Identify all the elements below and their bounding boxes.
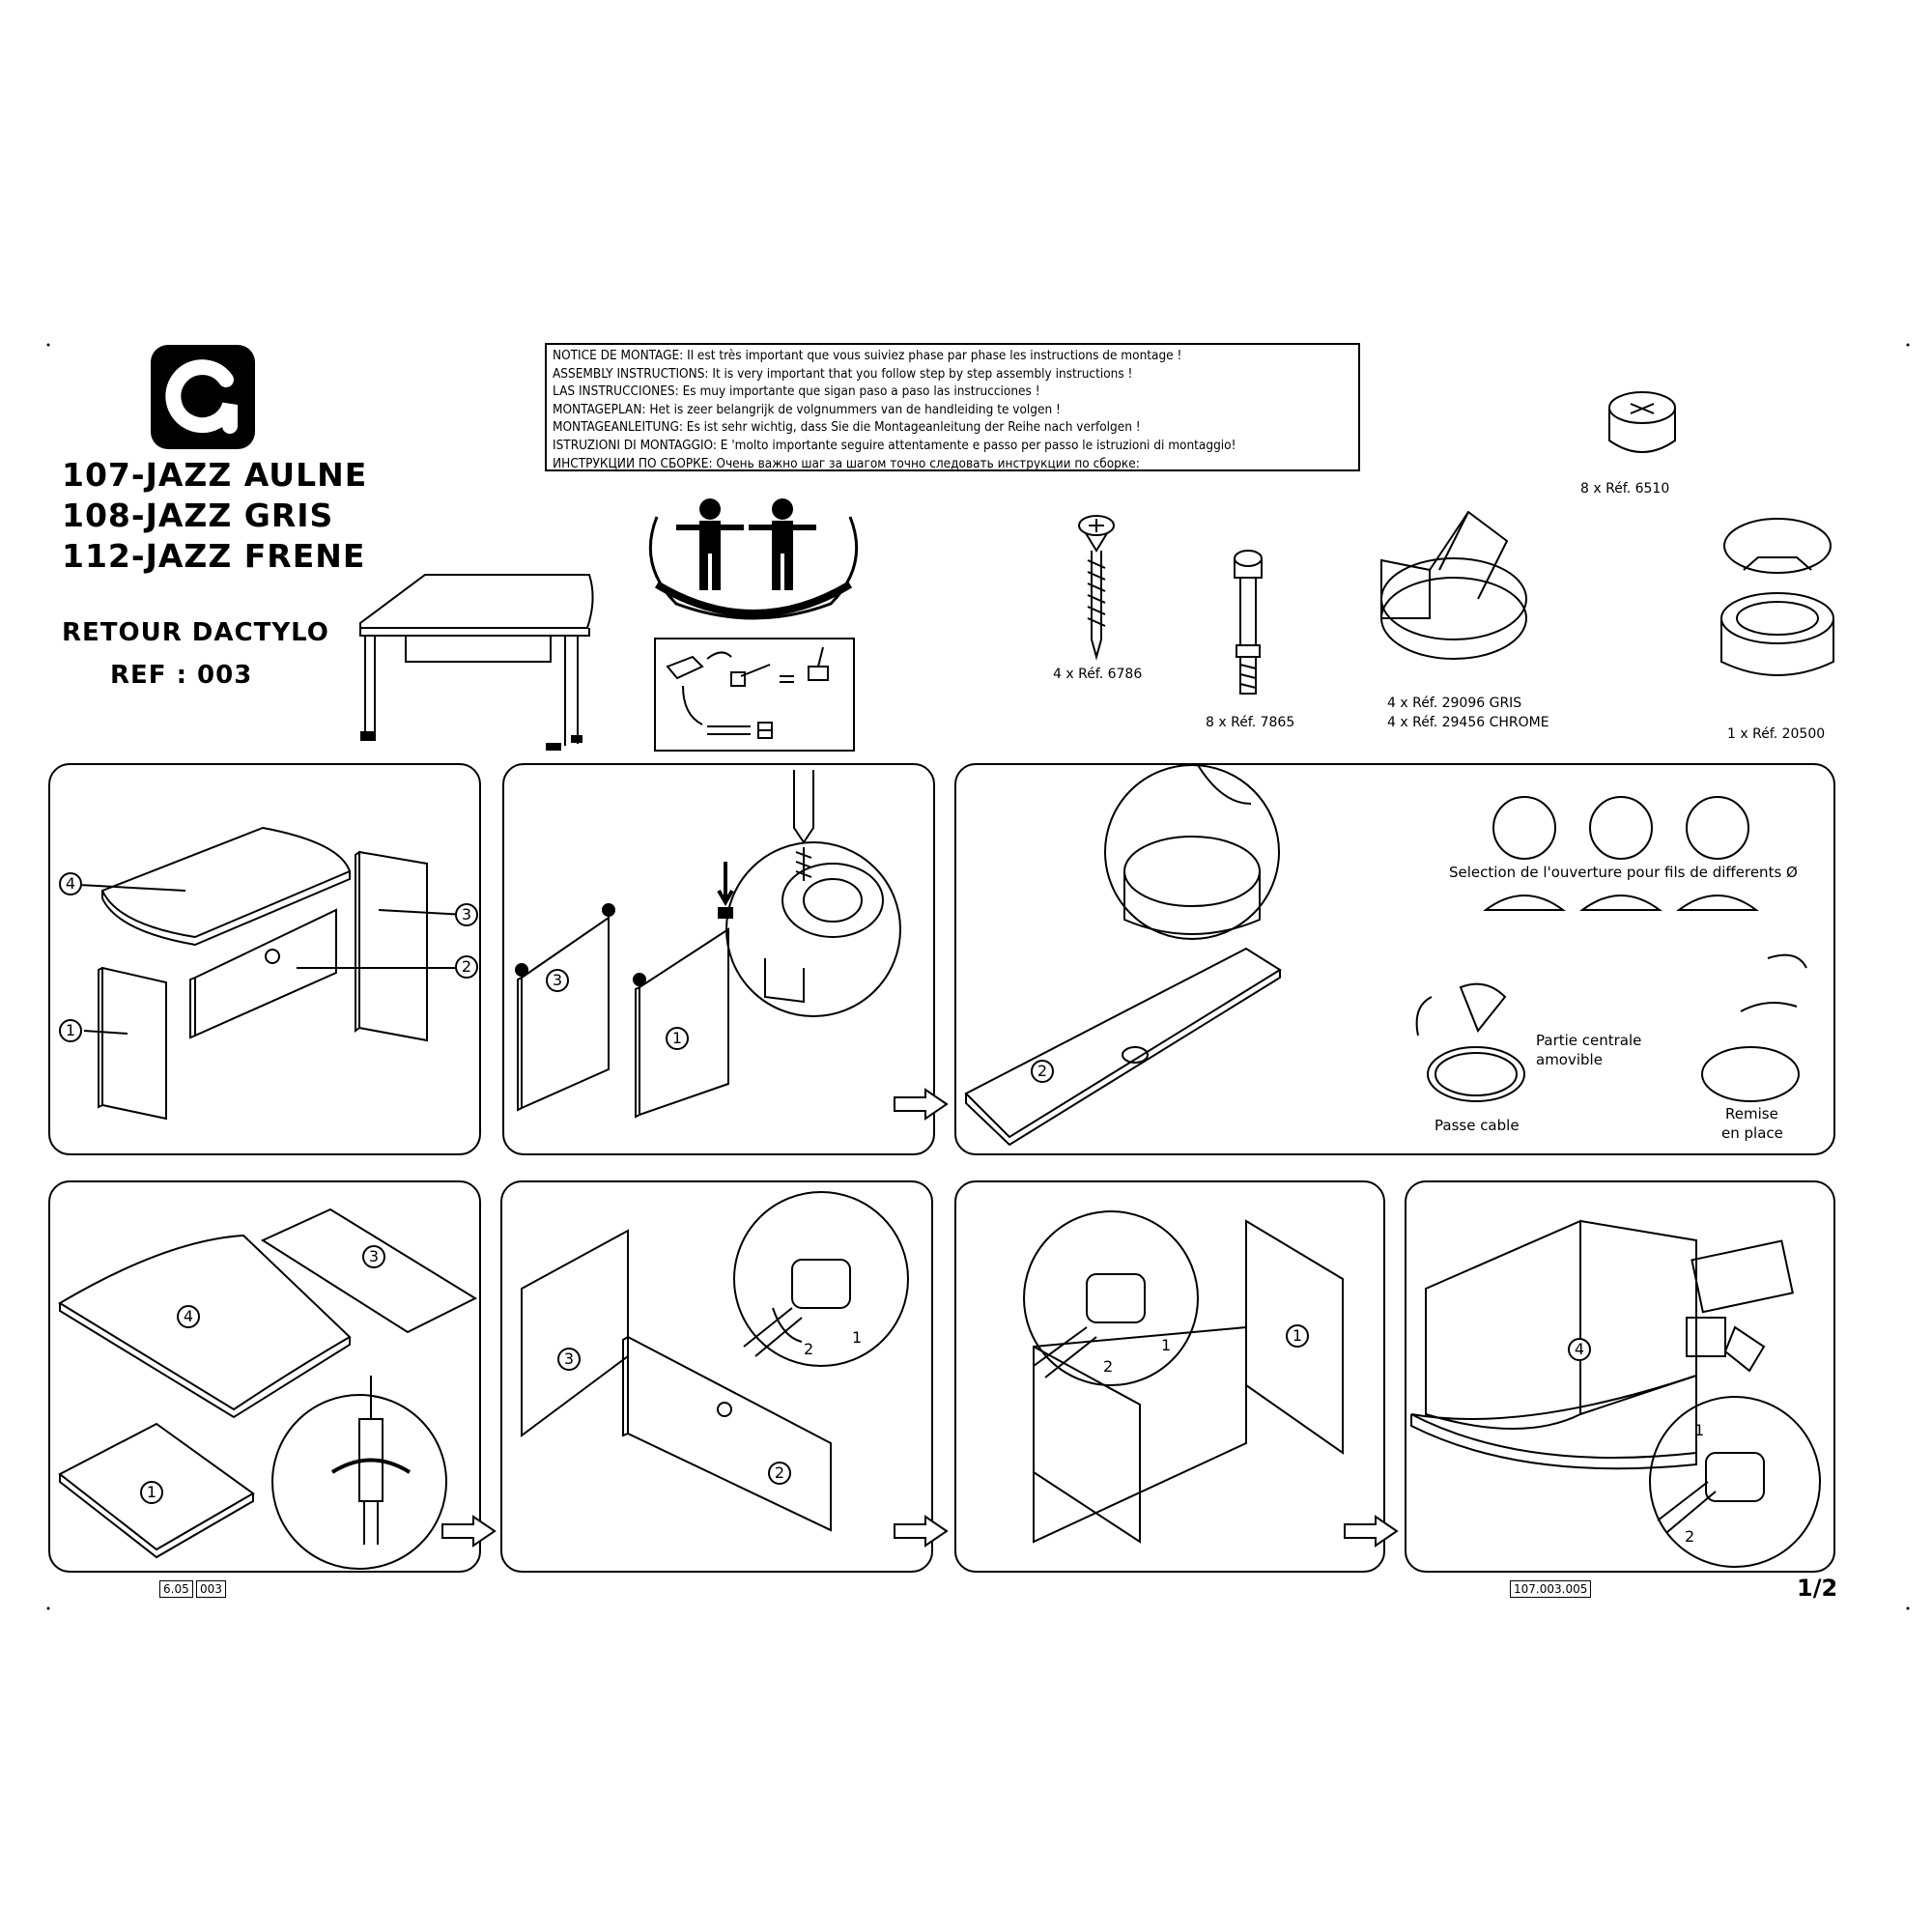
svg-text:2: 2: [1685, 1527, 1694, 1546]
part-marker-2: 2: [768, 1462, 791, 1485]
grommet-label: 1 x Réf. 20500: [1727, 726, 1826, 742]
step-panel-dowels: 4 3 1: [48, 1180, 481, 1573]
feet-insertion-drawing: [515, 770, 901, 1119]
step-panel-back: 3 2 2 1: [500, 1180, 933, 1573]
two-persons-icon: [648, 498, 859, 620]
step-panel-top: 4 1 2: [1405, 1180, 1835, 1573]
svg-text:3: 3: [462, 905, 471, 923]
side-panel-drawing: [1023, 1210, 1344, 1544]
centre-note-1: Partie centrale: [1536, 1032, 1642, 1049]
step-panel-side: 1 2 1: [954, 1180, 1385, 1573]
cam-label: 8 x Réf. 6510: [1580, 481, 1670, 497]
parts-exploded-drawing: [78, 826, 467, 1121]
part-marker-2: 2: [1031, 1060, 1054, 1083]
dowel-insertion-drawing: [58, 1208, 478, 1570]
svg-text:1: 1: [147, 1483, 156, 1501]
page-number: 1/2: [1797, 1575, 1838, 1602]
dowel-label: 8 x Réf. 7865: [1206, 715, 1295, 730]
model-line-1: 107-JAZZ AULNE: [62, 456, 368, 494]
screw-icon: [1078, 515, 1115, 661]
part-marker-1: 1: [666, 1027, 689, 1050]
step-panel-grommet: 2 Selection de l'ouverture pour fils de …: [954, 763, 1835, 1155]
turn-number-1: 1: [1161, 1336, 1171, 1354]
foot-glide-icon: [1380, 510, 1527, 660]
model-line-2: 108-JAZZ GRIS: [62, 497, 334, 534]
svg-text:3: 3: [369, 1247, 379, 1265]
part-marker-1: 1: [1286, 1324, 1309, 1348]
part-marker-4: 4: [1568, 1338, 1591, 1361]
part-marker-3: 3: [362, 1245, 385, 1268]
notice-line-ru: ИНСТРУКЦИИ ПО СБОРКЕ: Очень важно шаг за…: [553, 455, 1140, 471]
assembly-notice: NOTICE DE MONTAGE: Il est très important…: [545, 343, 1360, 471]
svg-text:2: 2: [775, 1463, 784, 1482]
svg-text:4: 4: [184, 1307, 193, 1325]
svg-text:2: 2: [1103, 1357, 1113, 1376]
svg-text:1: 1: [1161, 1336, 1171, 1354]
turn-number-2: 2: [804, 1340, 813, 1358]
part-marker-4: 4: [177, 1305, 200, 1328]
part-marker-1: 1: [59, 1019, 82, 1042]
back-panel-drawing: [521, 1191, 909, 1532]
centre-note-2: amovible: [1536, 1051, 1603, 1068]
svg-text:1: 1: [672, 1029, 682, 1047]
notice-line-es: LAS INSTRUCCIONES: Es muy importante que…: [553, 384, 1040, 400]
svg-text:3: 3: [564, 1350, 574, 1368]
turn-number-2: 2: [1685, 1527, 1694, 1546]
model-line-3: 112-JAZZ FRENE: [62, 537, 366, 575]
tools-icon: [654, 638, 855, 752]
next-step-arrow: [894, 1088, 949, 1121]
remise-note-1: Remise: [1725, 1105, 1778, 1122]
footer-code-left-b: 003: [196, 1580, 226, 1598]
dowel-icon: [1234, 550, 1263, 695]
footer-code-right: 107.003.005: [1510, 1580, 1592, 1598]
part-marker-3: 3: [557, 1348, 581, 1371]
svg-text:1: 1: [852, 1328, 862, 1347]
grommet-install-drawing: [964, 764, 1807, 1147]
foot-gris-label: 4 x Réf. 29096 GRIS: [1387, 696, 1522, 711]
part-marker-4: 4: [59, 872, 82, 895]
part-marker-2: 2: [455, 955, 478, 979]
notice-line-de: MONTAGEANLEITUNG: Es ist sehr wichtig, d…: [553, 419, 1141, 436]
part-marker-3: 3: [546, 969, 569, 992]
notice-line-it: ISTRUZIONI DI MONTAGGIO: E 'molto import…: [553, 437, 1236, 453]
cam-lock-icon: [1608, 391, 1676, 453]
brand-logo: [151, 345, 255, 449]
notice-line-nl: MONTAGEPLAN: Het is zeer belangrijk de v…: [553, 401, 1061, 417]
notice-line-fr: NOTICE DE MONTAGE: Il est très important…: [553, 348, 1182, 363]
desk-overview-drawing: [359, 574, 594, 751]
turn-number-2: 2: [1103, 1357, 1113, 1376]
reference: REF : 003: [110, 661, 253, 690]
part-marker-3: 3: [455, 903, 478, 926]
top-panel-drawing: [1410, 1219, 1821, 1568]
next-step-arrow: [1344, 1515, 1399, 1548]
svg-text:4: 4: [66, 874, 75, 893]
footer-code-left-a: 6.05: [159, 1580, 193, 1598]
svg-text:2: 2: [804, 1340, 813, 1358]
svg-text:4: 4: [1575, 1340, 1584, 1358]
svg-text:1: 1: [1694, 1421, 1704, 1439]
product-name: RETOUR DACTYLO: [62, 618, 329, 647]
foot-chrome-label: 4 x Réf. 29456 CHROME: [1387, 715, 1549, 730]
step-panel-feet: 3 1: [502, 763, 935, 1155]
notice-line-en: ASSEMBLY INSTRUCTIONS: It is very import…: [553, 365, 1133, 382]
screw-label: 4 x Réf. 6786: [1053, 667, 1143, 682]
turn-number-1: 1: [1694, 1421, 1704, 1439]
remise-note-2: en place: [1721, 1124, 1783, 1142]
turn-number-1: 1: [852, 1328, 862, 1347]
cable-grommet-icon: [1720, 518, 1834, 676]
next-step-arrow: [441, 1515, 497, 1548]
selection-note: Selection de l'ouverture pour fils de di…: [1449, 864, 1798, 881]
part-marker-1: 1: [140, 1481, 163, 1504]
svg-text:1: 1: [66, 1021, 75, 1039]
svg-text:1: 1: [1293, 1326, 1302, 1345]
svg-text:2: 2: [462, 957, 471, 976]
svg-text:2: 2: [1037, 1062, 1047, 1080]
next-step-arrow: [894, 1515, 949, 1548]
step-panel-parts: 4 1 3 2: [48, 763, 481, 1155]
passe-cable-note: Passe cable: [1435, 1117, 1520, 1134]
svg-text:3: 3: [553, 971, 562, 989]
